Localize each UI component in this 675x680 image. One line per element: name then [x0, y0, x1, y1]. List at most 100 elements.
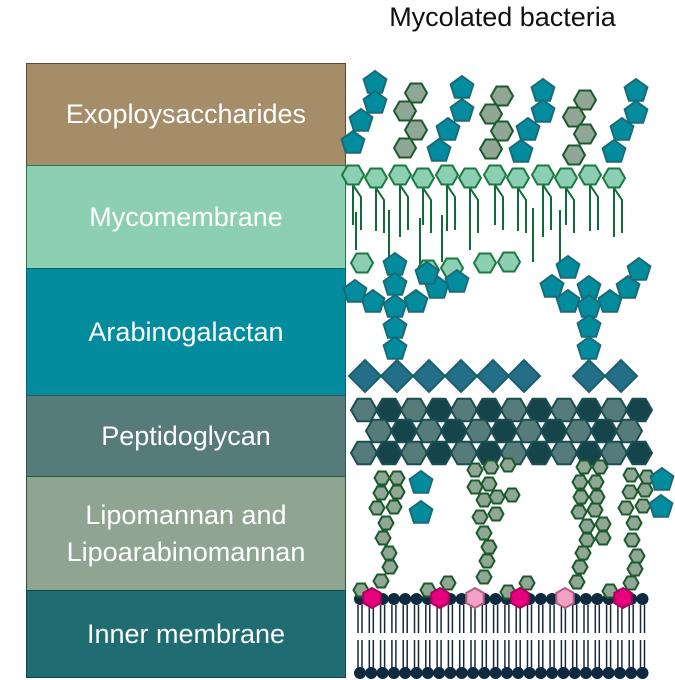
lipid-tail-line: [399, 184, 409, 230]
peptidoglycan-hexagon-icon: [399, 440, 429, 466]
arabinose-pentagon-icon: [648, 493, 674, 518]
peptidoglycan-hexagon-icon: [474, 397, 504, 423]
mannose-hexagon-icon: [381, 559, 399, 575]
layer-label: Arabinogalactan: [88, 316, 284, 347]
layer-exopolysaccharides: Exoploysaccharides: [26, 63, 346, 166]
phospholipid-head-icon: [625, 667, 638, 679]
mannose-hexagon-icon: [489, 85, 515, 107]
phospholipid-head-icon: [399, 667, 412, 679]
layer-label: Inner membrane: [86, 618, 286, 649]
arabinose-pentagon-icon: [597, 288, 623, 313]
mannose-hexagon-icon: [388, 470, 406, 486]
mannose-hexagon-icon: [594, 516, 612, 532]
layer-label-line1: Lipomannan and: [85, 500, 287, 531]
mannose-hexagon-icon: [574, 545, 592, 561]
mannose-hexagon-icon: [636, 482, 654, 498]
peptidoglycan-hexagon-icon: [389, 418, 419, 444]
mannose-hexagon-icon: [622, 467, 640, 483]
phospholipid-head-icon: [365, 667, 378, 679]
mannose-hexagon-icon: [572, 123, 598, 145]
phospholipid-head-icon: [636, 593, 649, 605]
mannose-hexagon-icon: [372, 485, 390, 501]
mannose-hexagon-icon: [578, 518, 596, 534]
mannose-hexagon-icon: [388, 484, 406, 500]
peptidoglycan-hexagon-icon: [439, 418, 469, 444]
galactan-diamond-icon: [443, 358, 479, 394]
mannose-hexagon-icon: [623, 532, 641, 548]
mannose-hexagon-icon: [586, 502, 604, 518]
layer-label: Mycomembrane: [89, 201, 283, 232]
phospholipid-head-icon: [387, 667, 400, 679]
mannose-hexagon-icon: [392, 137, 418, 159]
layer-mycomembrane: Mycomembrane: [26, 165, 346, 269]
galactan-diamond-icon: [506, 358, 542, 394]
arabinose-pentagon-icon: [576, 293, 602, 318]
galactan-diamond-icon: [347, 358, 383, 394]
mycolic-hexagon-icon: [472, 252, 498, 274]
mannose-hexagon-icon: [575, 459, 593, 475]
mannose-hexagon-icon: [587, 474, 605, 490]
mannose-hexagon-icon: [403, 82, 429, 104]
peptidoglycan-hexagon-icon: [624, 397, 654, 423]
mannose-hexagon-icon: [572, 489, 590, 505]
arabinose-pentagon-icon: [515, 116, 541, 141]
arabinose-pentagon-icon: [530, 98, 556, 123]
pim-anchor-icon: [362, 586, 382, 610]
peptidoglycan-hexagon-icon: [624, 440, 654, 466]
peptidoglycan-hexagon-icon: [564, 418, 594, 444]
arabinose-pentagon-icon: [539, 273, 565, 298]
peptidoglycan-hexagon-icon: [599, 440, 629, 466]
mannose-hexagon-icon: [480, 539, 498, 555]
arabinose-pentagon-icon: [626, 256, 652, 281]
peptidoglycan-hexagon-icon: [399, 397, 429, 423]
arabinose-pentagon-icon: [382, 335, 408, 360]
mannose-hexagon-icon: [374, 530, 392, 546]
phospholipid-head-icon: [399, 593, 412, 605]
phospholipid-head-icon: [523, 667, 536, 679]
phospholipid-head-icon: [591, 667, 604, 679]
layer-label: Peptidoglycan: [101, 420, 271, 451]
pim-anchor-icon: [613, 586, 633, 610]
lipid-tail-line: [542, 184, 552, 230]
mycolic-hexagon-icon: [457, 167, 483, 189]
layer-arabinogalactan: Arabinogalactan: [26, 268, 346, 396]
layer-label: Exoploysaccharides: [65, 99, 307, 130]
mannose-hexagon-icon: [475, 525, 493, 541]
arabinose-pentagon-icon: [348, 107, 374, 132]
arabinose-pentagon-icon: [382, 293, 408, 318]
phospholipid-head-icon: [534, 593, 547, 605]
pim-anchor-icon: [430, 586, 450, 610]
arabinose-pentagon-icon: [576, 335, 602, 360]
arabinose-pentagon-icon: [615, 274, 641, 299]
mannose-hexagon-icon: [621, 484, 639, 500]
lipid-tail-line: [352, 184, 362, 230]
peptidoglycan-hexagon-icon: [364, 418, 394, 444]
mannose-hexagon-icon: [578, 532, 596, 548]
peptidoglycan-hexagon-icon: [539, 418, 569, 444]
mannose-hexagon-icon: [471, 509, 489, 525]
mannose-hexagon-icon: [439, 575, 457, 591]
peptidoglycan-hexagon-icon: [489, 418, 519, 444]
phospholipid-head-icon: [546, 593, 559, 605]
mannose-hexagon-icon: [591, 459, 609, 475]
peptidoglycan-hexagon-icon: [449, 440, 479, 466]
mannose-hexagon-icon: [478, 138, 504, 160]
lipid-tail-line: [589, 184, 599, 230]
phospholipid-head-icon: [580, 667, 592, 679]
arabinose-pentagon-icon: [342, 278, 368, 303]
mannose-hexagon-icon: [571, 559, 589, 575]
phospholipid-head-icon: [410, 667, 423, 679]
peptidoglycan-hexagon-icon: [374, 397, 404, 423]
mannose-hexagon-icon: [488, 489, 506, 505]
mannose-hexagon-icon: [572, 89, 598, 111]
mycolic-hexagon-icon: [496, 251, 522, 273]
mannose-hexagon-icon: [466, 479, 484, 495]
mycolic-hexagon-icon: [349, 252, 375, 274]
mannose-hexagon-icon: [628, 548, 646, 564]
peptidoglycan-hexagon-icon: [524, 440, 554, 466]
mannose-hexagon-icon: [392, 100, 418, 122]
pim-anchor-icon: [555, 586, 575, 610]
mannose-hexagon-icon: [503, 487, 521, 503]
arabinose-pentagon-icon: [435, 116, 461, 141]
